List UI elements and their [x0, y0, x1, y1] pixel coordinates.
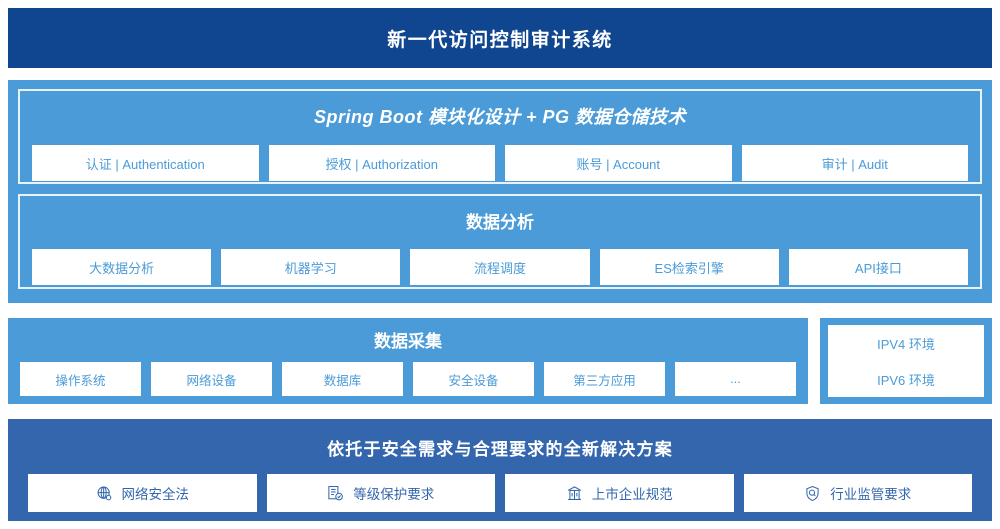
- card-database[interactable]: 数据库: [282, 362, 403, 396]
- data-analysis-group: 数据分析 大数据分析 机器学习 流程调度 ES检索引擎 API接口: [18, 194, 982, 289]
- solution-layer-panel: 依托于安全需求与合理要求的全新解决方案 网络安全法: [8, 419, 992, 521]
- card-label: 安全设备: [448, 373, 499, 388]
- card-cybersecurity-law[interactable]: 网络安全法: [28, 474, 257, 512]
- card-classified-protection-requirement[interactable]: 等级保护要求: [266, 474, 495, 512]
- data-collection-group-title: 数据采集: [374, 332, 442, 351]
- card-api-interface[interactable]: API接口: [788, 249, 969, 285]
- card-label: 审计 | Audit: [821, 156, 888, 172]
- solution-card-row: 网络安全法 等级保护要求: [28, 474, 972, 512]
- card-network-device[interactable]: 网络设备: [151, 362, 272, 396]
- card-ipv4-environment[interactable]: IPV4 环境: [828, 325, 984, 361]
- card-operating-system[interactable]: 操作系统: [20, 362, 141, 396]
- document-check-icon: [327, 485, 344, 502]
- card-industry-regulation-requirement[interactable]: 行业监管要求: [743, 474, 972, 512]
- data-collection-layer-panel: 数据采集 操作系统 网络设备 数据库 安全设备 第三方应用 ...: [8, 318, 808, 404]
- card-label: IPV6 环境: [877, 372, 935, 388]
- card-machine-learning[interactable]: 机器学习: [221, 249, 401, 285]
- data-analysis-card-row: 大数据分析 机器学习 流程调度 ES检索引擎 API接口: [32, 249, 969, 285]
- card-label: 授权 | Authorization: [325, 156, 438, 172]
- card-label: 流程调度: [474, 260, 527, 276]
- card-authorization[interactable]: 授权 | Authorization: [268, 145, 495, 181]
- card-more-ellipsis[interactable]: ...: [675, 362, 796, 396]
- card-account[interactable]: 账号 | Account: [505, 145, 732, 181]
- shield-search-icon: [804, 485, 821, 502]
- card-authentication[interactable]: 认证 | Authentication: [32, 145, 259, 181]
- card-label: 上市企业规范: [591, 487, 673, 502]
- page-title-bar: 新一代访问控制审计系统: [8, 8, 992, 68]
- card-label: 网络安全法: [121, 487, 190, 502]
- card-label: ...: [730, 372, 741, 386]
- card-label: IPV4 环境: [877, 336, 935, 352]
- card-listed-company-standard[interactable]: 上市企业规范: [505, 474, 734, 512]
- card-label: 数据库: [323, 373, 362, 388]
- card-label: 账号 | Account: [576, 156, 661, 172]
- card-audit[interactable]: 审计 | Audit: [741, 145, 968, 181]
- card-label: 大数据分析: [89, 260, 155, 276]
- platform-layer-panel: Spring Boot 模块化设计 + PG 数据仓储技术 认证 | Authe…: [8, 80, 992, 303]
- springboot-group-title: Spring Boot 模块化设计 + PG 数据仓储技术: [313, 107, 686, 127]
- ip-environment-panel: IPV4 环境 IPV6 环境: [820, 318, 992, 404]
- card-security-device[interactable]: 安全设备: [413, 362, 534, 396]
- card-label: 网络设备: [186, 373, 237, 388]
- card-ipv6-environment[interactable]: IPV6 环境: [828, 361, 984, 397]
- card-process-scheduling[interactable]: 流程调度: [410, 249, 590, 285]
- ip-environment-group: IPV4 环境 IPV6 环境: [828, 325, 984, 397]
- bank-building-icon: [566, 485, 583, 502]
- data-analysis-group-title: 数据分析: [466, 213, 534, 232]
- card-label: 行业监管要求: [830, 487, 912, 502]
- globe-icon: [96, 485, 113, 502]
- card-label: 第三方应用: [573, 373, 636, 388]
- data-collection-card-row: 操作系统 网络设备 数据库 安全设备 第三方应用 ...: [20, 362, 796, 396]
- springboot-card-row: 认证 | Authentication 授权 | Authorization 账…: [32, 145, 968, 181]
- data-collection-group: 数据采集 操作系统 网络设备 数据库 安全设备 第三方应用 ...: [8, 318, 808, 404]
- card-label: API接口: [854, 260, 902, 276]
- card-label: ES检索引擎: [654, 260, 724, 276]
- card-label: 机器学习: [284, 260, 337, 276]
- page-title: 新一代访问控制审计系统: [387, 29, 613, 51]
- solution-group: 依托于安全需求与合理要求的全新解决方案 网络安全法: [18, 427, 982, 513]
- springboot-group: Spring Boot 模块化设计 + PG 数据仓储技术 认证 | Authe…: [18, 89, 982, 184]
- solution-group-title: 依托于安全需求与合理要求的全新解决方案: [327, 440, 673, 459]
- card-label: 等级保护要求: [353, 487, 435, 502]
- card-label: 认证 | Authentication: [85, 156, 205, 172]
- card-es-search-engine[interactable]: ES检索引擎: [599, 249, 779, 285]
- card-big-data-analysis[interactable]: 大数据分析: [32, 249, 212, 285]
- card-label: 操作系统: [55, 373, 106, 388]
- card-third-party-app[interactable]: 第三方应用: [544, 362, 665, 396]
